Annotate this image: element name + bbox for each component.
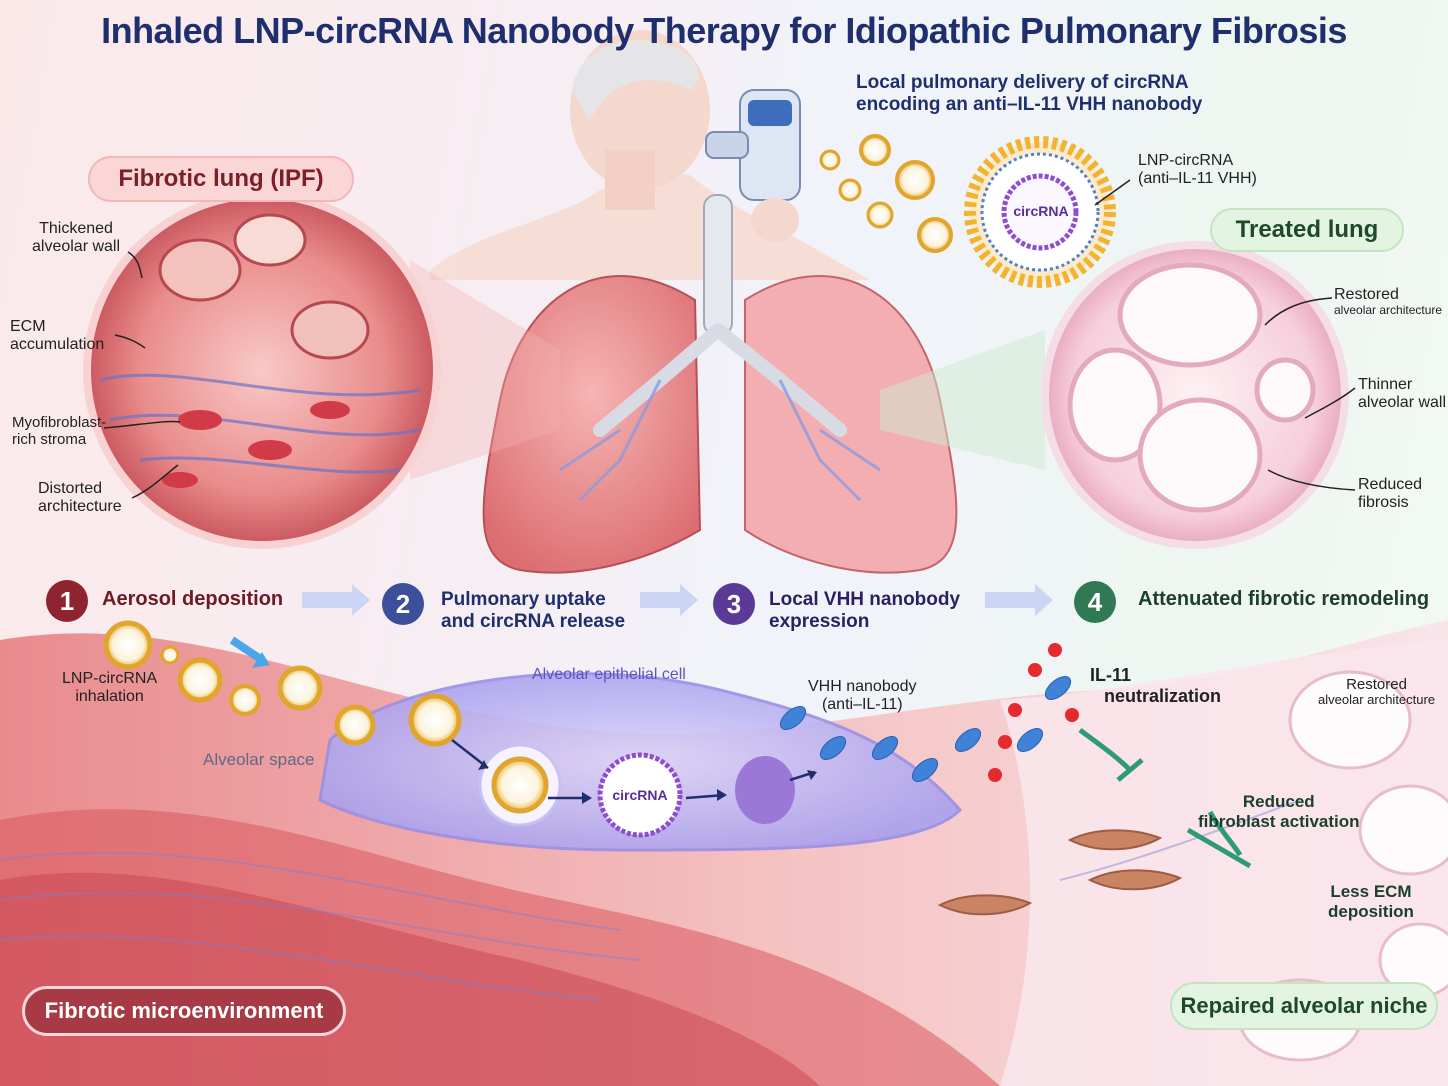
step-3-number: 3 [713, 583, 755, 625]
inhalation-line-1: LNP-circRNA [62, 670, 158, 687]
lungs [482, 194, 958, 574]
vhh-nanobodies [779, 676, 1072, 782]
treated-label-reduced-line-2: fibrosis [1358, 494, 1409, 512]
repaired-niche-badge: Repaired alveolar niche [1170, 982, 1438, 1030]
inhalation-line-2: inhalation [75, 688, 144, 706]
lnp-label-line-1: LNP-circRNA [1138, 152, 1234, 169]
fibroblast-activation-label: Reduced fibroblast activation [1198, 792, 1360, 831]
step-2-line-1: Pulmonary uptake [441, 589, 606, 610]
il11-line-1: IL-11 [1090, 665, 1132, 685]
vhh-line-1: VHH nanobody [808, 678, 917, 695]
il11-label: IL-11 neutralization [1090, 665, 1221, 706]
flow-arrowhead [252, 652, 270, 668]
treated-label-reduced: Reduced fibrosis [1358, 476, 1422, 513]
restored-architecture-label: Restored alveolar architecture [1318, 676, 1435, 708]
treated-label-thinner: Thinner alveolar wall [1358, 376, 1446, 413]
patient-neck [605, 150, 655, 210]
step-4-line-1: Attenuated fibrotic remodeling [1138, 588, 1430, 610]
fibrotic-label-thickened: Thickened alveolar wall [32, 220, 120, 257]
treated-pointers [1264, 297, 1356, 491]
fibrotic-label-myofibroblast-line-1: Myofibroblast- [12, 414, 107, 431]
fibroblast-line-1: Reduced [1242, 792, 1315, 811]
page-title: Inhaled LNP-circRNA Nanobody Therapy for… [101, 10, 1347, 51]
il11-molecules [988, 643, 1079, 782]
lnp-pointer [1094, 179, 1131, 206]
fibrotic-lung-title: Fibrotic lung (IPF) [88, 156, 354, 202]
lnp-label-line-2: (anti–IL-11 VHH) [1138, 170, 1257, 188]
inhaled-lnp-particles [103, 620, 376, 746]
alveolar-space-label: Alveolar space [203, 750, 315, 769]
lnp-circrna-label: LNP-circRNA (anti–IL-11 VHH) [1138, 152, 1257, 189]
lnp-large-particle [964, 136, 1116, 288]
fibrotic-label-myofibroblast-line-2: rich stroma [12, 431, 87, 449]
fibrotic-lung-magnified [83, 191, 441, 549]
fibrotic-label-ecm-line-1: ECM [10, 318, 46, 335]
fibroblasts [937, 829, 1183, 916]
vhh-nanobody-label: VHH nanobody (anti–IL-11) [808, 678, 917, 715]
step-1-number: 1 [46, 580, 88, 622]
fibrotic-label-thickened-line-2: alveolar wall [32, 238, 121, 256]
zoom-cone-right [880, 330, 1045, 470]
inhibition-line-1 [1078, 727, 1132, 772]
vhh-line-2: (anti–IL-11) [821, 696, 903, 714]
step-2-number: 2 [382, 583, 424, 625]
subtitle-line-1: Local pulmonary delivery of circRNA [856, 72, 1189, 93]
mechanism-arrowheads [478, 760, 817, 804]
fibrotic-pointers [103, 251, 181, 499]
inhibition-bar-1 [1116, 758, 1144, 782]
treated-label-restored: Restored alveolar architecture [1334, 286, 1442, 318]
inhaler-device [705, 89, 801, 242]
epithelial-cell-label: Alveolar epithelial cell [532, 666, 686, 683]
treated-label-reduced-line-1: Reduced [1358, 476, 1423, 493]
fibrotic-label-thickened-line-1: Thickened [39, 220, 113, 237]
treated-label-restored-line-2: alveolar architecture [1334, 303, 1443, 318]
inhalation-label: LNP-circRNA inhalation [62, 670, 157, 707]
il11-line-2: neutralization [1104, 685, 1222, 706]
fibrotic-label-distorted-line-1: Distorted [38, 480, 103, 497]
subtitle-line-2: encoding an anti–IL-11 VHH nanobody [856, 93, 1203, 115]
patient-hair [572, 40, 699, 120]
step-1-label: Aerosol deposition [102, 588, 283, 611]
inhibition-bar-2 [1186, 827, 1252, 869]
step-3-line-2: expression [769, 610, 870, 632]
step-3-line-1: Local VHH nanobody [769, 589, 961, 610]
ecm-deposition-label: Less ECM deposition [1328, 882, 1414, 921]
ecm-line-1: Less ECM [1330, 882, 1412, 901]
treated-label-thinner-line-2: alveolar wall [1358, 394, 1447, 412]
treated-lung-magnified [1041, 241, 1349, 549]
ecm-fibers [0, 799, 1301, 1001]
fibrotic-microenvironment-badge: Fibrotic microenvironment [22, 986, 346, 1036]
subtitle: Local pulmonary delivery of circRNA enco… [856, 72, 1202, 116]
inhibition-line-2 [1207, 810, 1243, 857]
fibrotic-label-myofibroblast: Myofibroblast- rich stroma [12, 414, 106, 449]
fibrotic-label-distorted-line-2: architecture [38, 498, 122, 516]
fibrotic-label-distorted: Distorted architecture [38, 480, 122, 517]
lnp-circrna-core-label: circRNA [1013, 203, 1069, 219]
step-3-label: Local VHH nanobody expression [769, 589, 960, 633]
fibroblast-line-2: fibroblast activation [1198, 811, 1360, 831]
aerosol-stream [819, 134, 953, 253]
restored-line-2: alveolar architecture [1318, 692, 1436, 708]
step-2-line-2: and circRNA release [441, 610, 626, 632]
restored-line-1: Restored [1346, 676, 1407, 693]
flow-arrow [229, 636, 265, 664]
step-4-label: Attenuated fibrotic remodeling [1138, 588, 1429, 611]
fibrotic-label-ecm: ECM accumulation [10, 318, 104, 355]
treated-lung-title: Treated lung [1210, 208, 1404, 252]
step-4-number: 4 [1074, 581, 1116, 623]
step-2-label: Pulmonary uptake and circRNA release [441, 589, 625, 633]
fibrotic-label-ecm-line-2: accumulation [10, 336, 105, 354]
treated-label-restored-line-1: Restored [1334, 286, 1399, 303]
patient-shoulders [430, 170, 870, 280]
treated-label-thinner-line-1: Thinner [1358, 376, 1413, 393]
step-1-line-1: Aerosol deposition [102, 588, 284, 610]
step-arrows [302, 584, 1053, 616]
zoom-cone-left [410, 260, 560, 480]
ecm-line-2: deposition [1328, 901, 1414, 921]
circrna-label: circRNA [612, 787, 668, 803]
